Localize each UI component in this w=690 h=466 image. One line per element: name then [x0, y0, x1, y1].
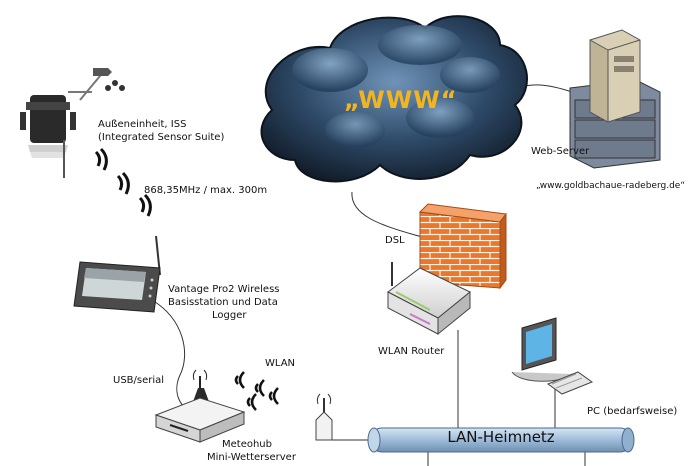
wlan-router-label: WLAN Router: [378, 346, 445, 357]
wlan-label: WLAN: [265, 358, 296, 369]
meteohub-label-line1: Meteohub: [222, 439, 272, 450]
vantage-label-line1: Vantage Pro2 Wireless: [168, 284, 280, 295]
iss-label-line1: Außeneinheit, ISS: [98, 119, 187, 130]
wlan-waves-icon: [234, 371, 279, 411]
webserver-label: Web-Server: [531, 146, 590, 157]
lan-label: LAN-Heimnetz: [447, 428, 555, 446]
dsl-label: DSL: [385, 235, 405, 246]
usb-line: [151, 299, 196, 413]
vantage-label-line3: Logger: [212, 310, 247, 321]
meteohub-label-line2: Mini-Wetterserver: [207, 452, 296, 463]
pc-icon: [511, 317, 594, 395]
usb-label: USB/serial: [113, 375, 165, 386]
internet-cloud: [260, 15, 528, 183]
access-point-icon: [315, 393, 333, 441]
web-server-icon: [569, 29, 661, 169]
firewall-icon: [418, 203, 507, 290]
radio-label: 868,35MHz / max. 300m: [144, 185, 268, 196]
lan-bus: [367, 427, 635, 453]
iss-label-line2: (Integrated Sensor Suite): [98, 132, 225, 143]
www-label: „WWW“: [344, 86, 458, 114]
pc-label: PC (bedarfsweise): [587, 406, 678, 417]
meteohub-icon: [154, 369, 246, 443]
iss-outdoor-unit-icon: [20, 68, 125, 178]
radio-waves-icon: [94, 147, 152, 217]
vantage-label-line2: Basisstation und Data: [168, 297, 278, 308]
domain-label: „www.goldbachaue-radeberg.de“: [536, 181, 685, 191]
vantage-console-icon: [73, 235, 161, 313]
wlan-router-icon: [387, 262, 471, 336]
